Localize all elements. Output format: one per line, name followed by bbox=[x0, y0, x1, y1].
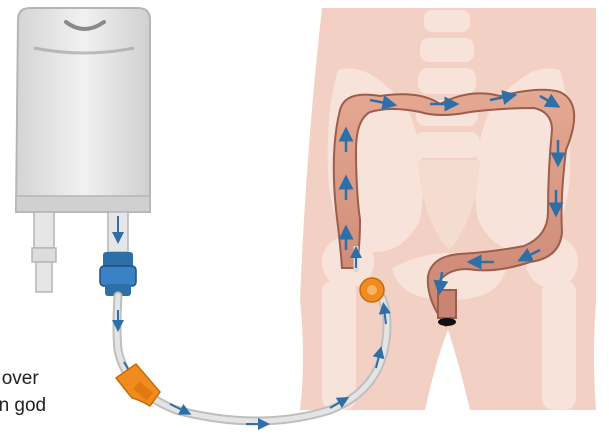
connector bbox=[100, 252, 136, 296]
irrigation-bag bbox=[16, 8, 150, 292]
bag-port-left-cap bbox=[32, 248, 56, 262]
left-femur bbox=[322, 280, 356, 410]
right-femur bbox=[542, 280, 576, 410]
caption-line-2: en god bbox=[0, 395, 46, 417]
catheter-seal bbox=[360, 278, 384, 302]
bag-base bbox=[16, 196, 150, 212]
bag-port-left-tip bbox=[36, 262, 52, 292]
bag-port-left bbox=[34, 212, 54, 248]
anal-opening bbox=[438, 318, 456, 326]
caption-line-1: ll over bbox=[0, 368, 39, 390]
rectum bbox=[438, 290, 456, 318]
